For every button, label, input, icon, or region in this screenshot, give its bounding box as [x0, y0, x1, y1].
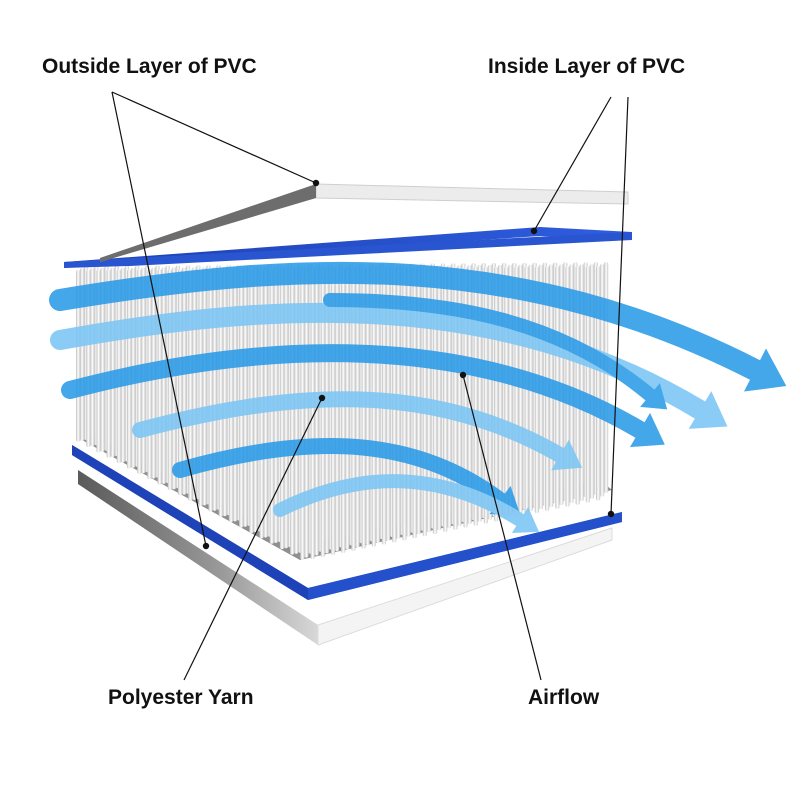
yarn-strand	[498, 265, 502, 518]
yarn-strand	[514, 267, 518, 518]
yarn-strand	[223, 267, 227, 516]
airflow-label: Airflow	[528, 687, 599, 708]
yarn-strand	[504, 267, 508, 520]
yarn-strand	[508, 265, 512, 516]
yarn-strand	[604, 262, 608, 493]
polyester-yarn-label: Polyester Yarn	[108, 687, 254, 708]
yarn-strand	[525, 267, 529, 516]
yarn-strand	[233, 267, 237, 522]
yarn-strand	[209, 269, 213, 512]
outside-pvc-leader-top	[112, 92, 316, 183]
yarn-strand	[219, 269, 223, 517]
yarn-strand	[518, 265, 522, 514]
inside-pvc-label: Inside Layer of PVC	[488, 56, 685, 77]
outside-pvc-label: Outside Layer of PVC	[42, 56, 257, 77]
yarn-strand	[172, 267, 176, 489]
yarn-strand	[213, 267, 217, 511]
yarn-strand	[494, 267, 498, 522]
inside-pvc-leader-top	[534, 97, 611, 231]
